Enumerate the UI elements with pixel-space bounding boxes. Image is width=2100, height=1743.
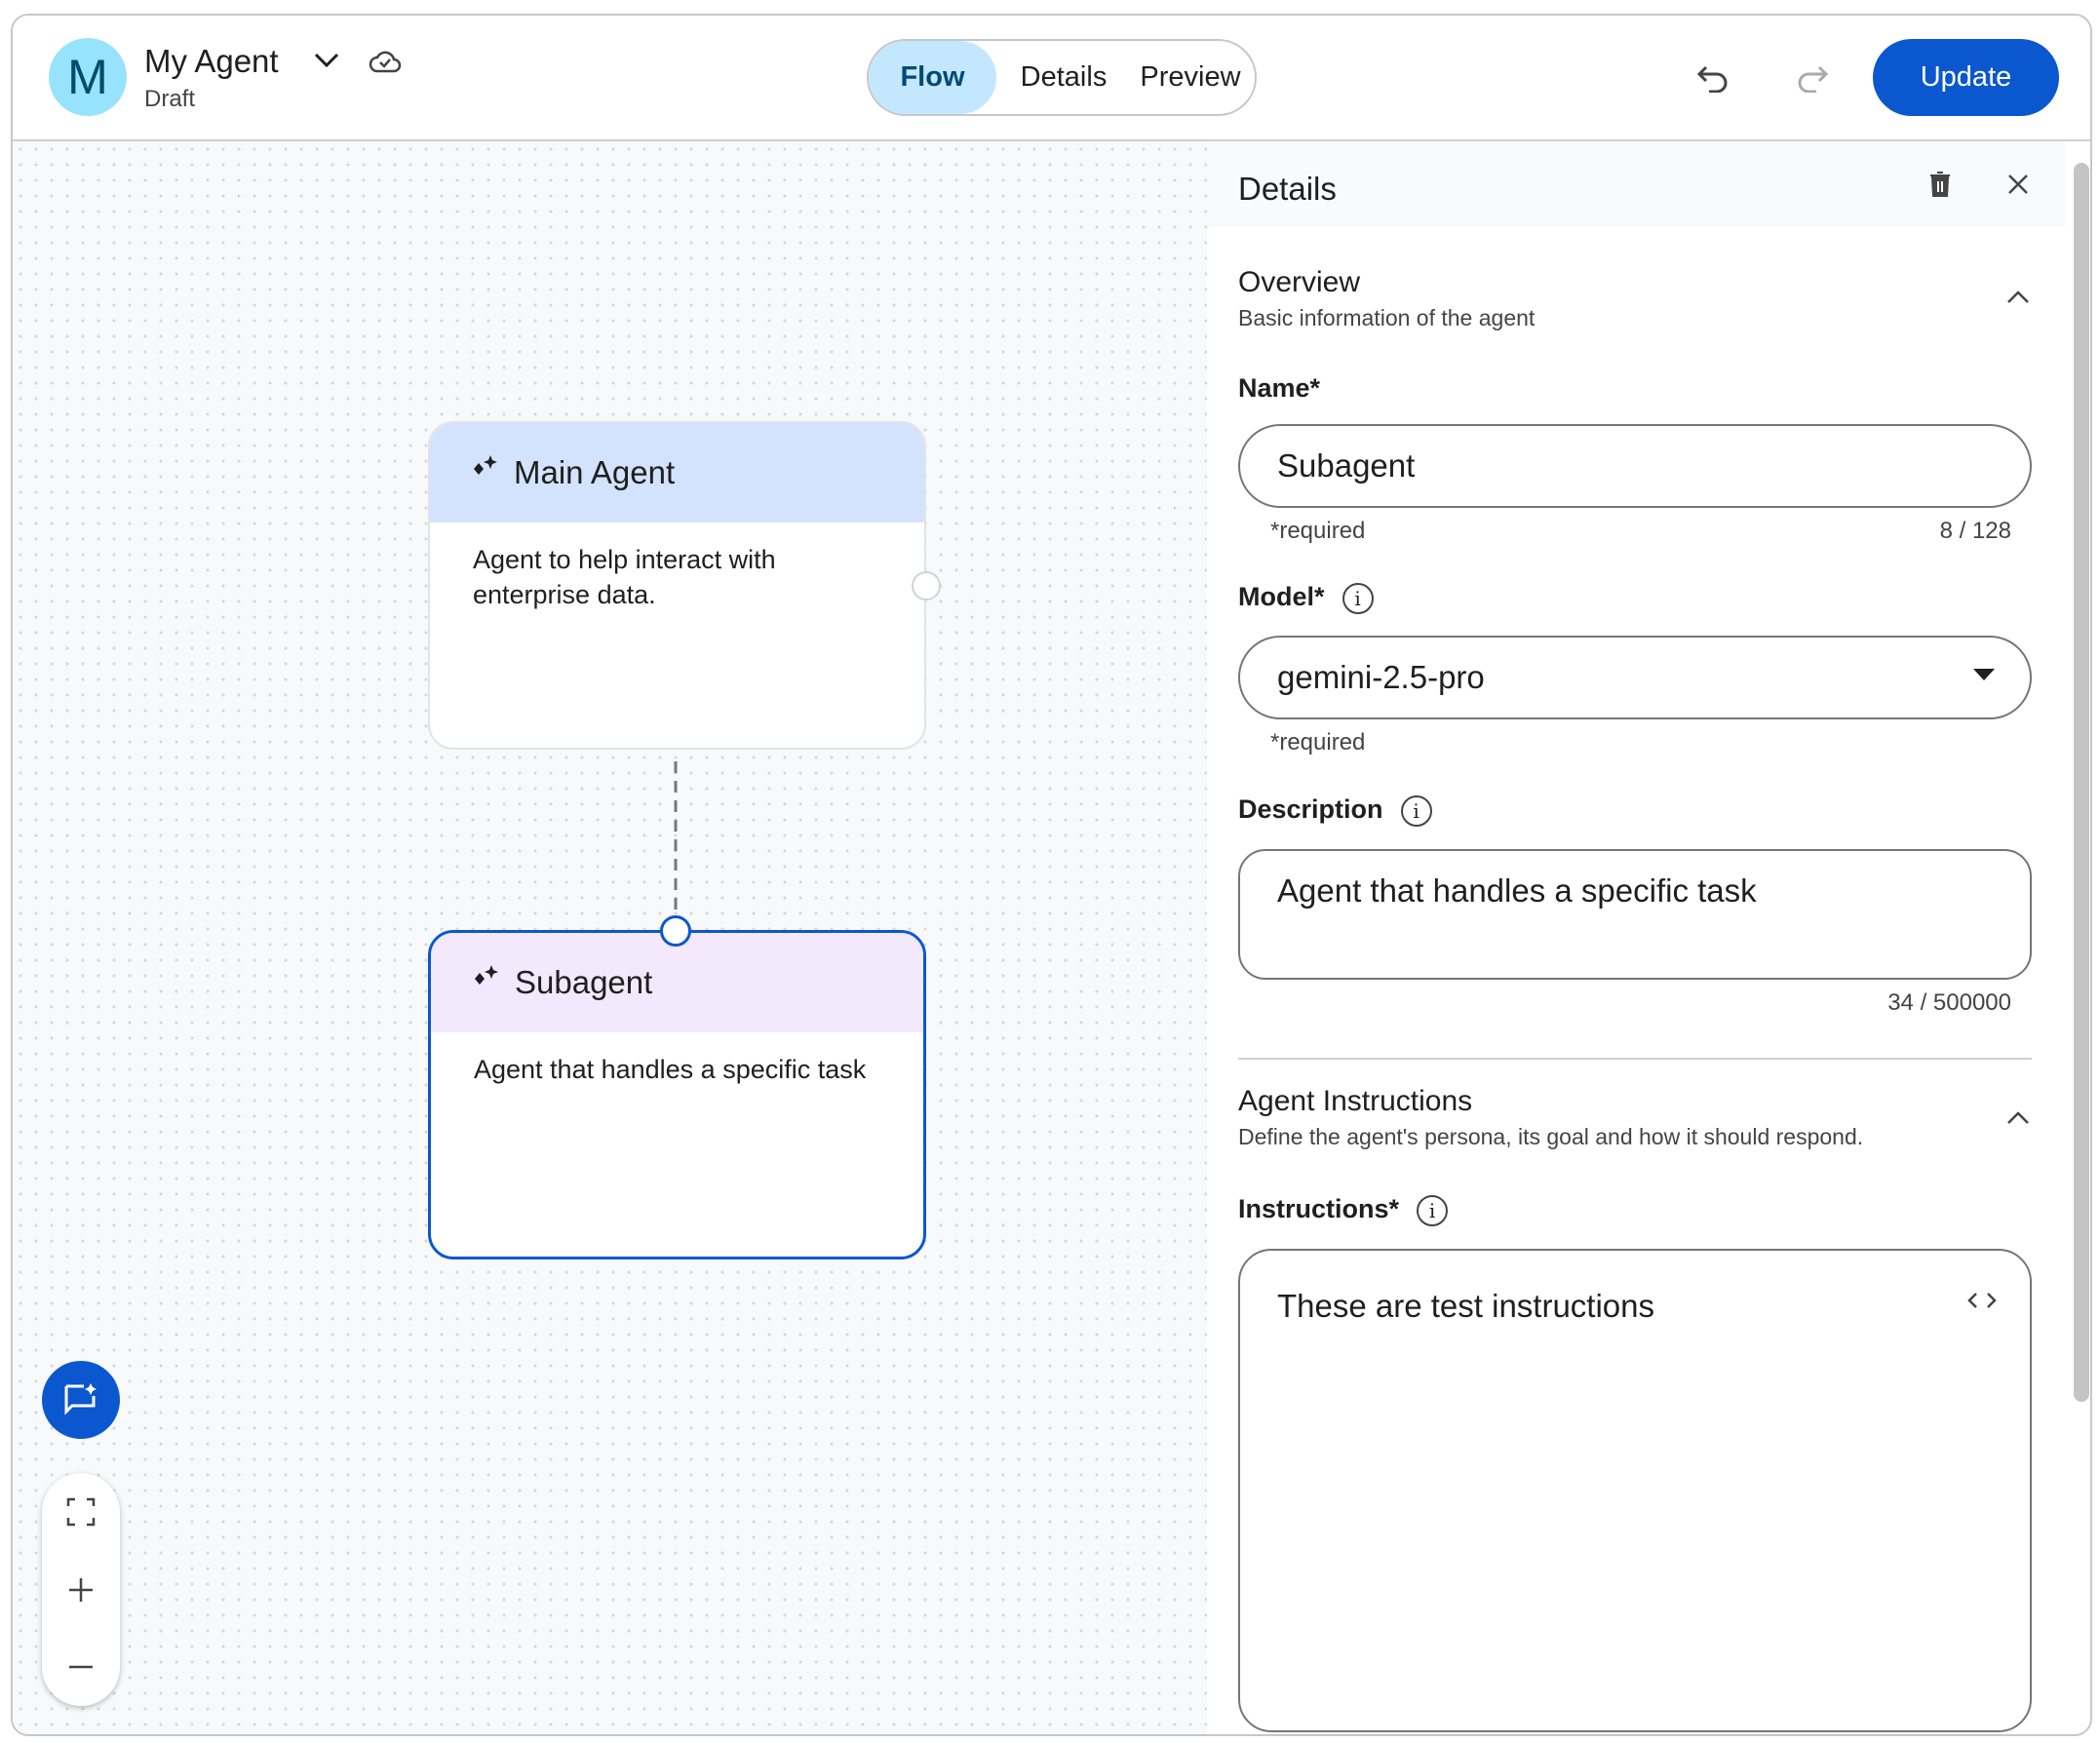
view-switcher: Flow Details Preview bbox=[867, 39, 1257, 116]
input-handle[interactable] bbox=[660, 915, 691, 947]
code-view-icon[interactable] bbox=[1967, 1292, 1997, 1309]
model-label: Model* i bbox=[1238, 582, 1374, 614]
top-bar: M My Agent Draft Flow Details Preview Up… bbox=[13, 16, 2090, 141]
model-hint: *required bbox=[1270, 729, 1366, 755]
close-icon[interactable] bbox=[1999, 165, 2038, 204]
avatar: M bbox=[49, 38, 127, 116]
description-count: 34 / 500000 bbox=[1887, 989, 2011, 1016]
panel-header: Details bbox=[1207, 141, 2065, 227]
node-main-agent[interactable]: Main Agent Agent to help interact with e… bbox=[428, 421, 926, 750]
name-count: 8 / 128 bbox=[1939, 518, 2011, 544]
node-title: Main Agent bbox=[514, 454, 676, 490]
chevron-up-icon[interactable] bbox=[1999, 1099, 2038, 1138]
model-label-text: Model* bbox=[1238, 582, 1325, 611]
undo-icon[interactable] bbox=[1692, 57, 1734, 99]
sparkle-icon bbox=[470, 963, 501, 1002]
instructions-label-text: Instructions* bbox=[1238, 1194, 1400, 1223]
tab-preview[interactable]: Preview bbox=[1140, 61, 1241, 93]
name-hint: *required bbox=[1270, 518, 1366, 544]
zoom-out-icon[interactable] bbox=[61, 1647, 100, 1686]
zoom-in-icon[interactable] bbox=[61, 1570, 100, 1609]
instructions-section-title: Agent Instructions bbox=[1238, 1085, 1473, 1117]
cloud-saved-icon bbox=[364, 41, 407, 80]
delete-icon[interactable] bbox=[1921, 165, 1960, 204]
details-panel: Details Overview Basic information of th… bbox=[1207, 141, 2065, 1734]
tab-details[interactable]: Details bbox=[1020, 61, 1108, 93]
instructions-label: Instructions* i bbox=[1238, 1194, 1449, 1226]
info-icon[interactable]: i bbox=[1400, 794, 1432, 827]
node-subagent[interactable]: Subagent Agent that handles a specific t… bbox=[428, 930, 926, 1259]
description-label: Description i bbox=[1238, 794, 1432, 827]
update-button[interactable]: Update bbox=[1873, 39, 2059, 116]
panel-title: Details bbox=[1238, 171, 1337, 207]
info-icon[interactable]: i bbox=[1417, 1194, 1449, 1226]
overview-subtitle: Basic information of the agent bbox=[1238, 305, 1536, 330]
instructions-value: These are test instructions bbox=[1277, 1288, 1655, 1324]
instructions-textarea[interactable]: These are test instructions bbox=[1238, 1249, 2032, 1732]
redo-icon[interactable] bbox=[1791, 57, 1834, 99]
fit-view-icon[interactable] bbox=[61, 1492, 100, 1531]
instructions-section-subtitle: Define the agent's persona, its goal and… bbox=[1238, 1124, 1864, 1149]
zoom-controls bbox=[42, 1473, 120, 1706]
overview-title: Overview bbox=[1238, 266, 1361, 298]
name-input[interactable]: Subagent bbox=[1238, 424, 2032, 508]
model-value: gemini-2.5-pro bbox=[1277, 659, 1485, 695]
node-description: Agent to help interact with enterprise d… bbox=[473, 545, 776, 609]
description-label-text: Description bbox=[1238, 794, 1383, 824]
model-select[interactable]: gemini-2.5-pro bbox=[1238, 636, 2032, 719]
status-text: Draft bbox=[144, 86, 196, 112]
node-description: Agent that handles a specific task bbox=[474, 1055, 867, 1084]
output-handle[interactable] bbox=[912, 571, 941, 600]
ai-chat-button[interactable] bbox=[42, 1361, 120, 1439]
name-label: Name* bbox=[1238, 373, 1321, 403]
node-title: Subagent bbox=[515, 964, 653, 1000]
app-window: M My Agent Draft Flow Details Preview Up… bbox=[11, 14, 2092, 1736]
info-icon[interactable]: i bbox=[1342, 582, 1374, 614]
tab-flow[interactable]: Flow bbox=[869, 41, 996, 114]
scrollbar-thumb[interactable] bbox=[2074, 163, 2089, 1402]
divider bbox=[1238, 1058, 2032, 1060]
agent-title: My Agent bbox=[144, 43, 279, 79]
chevron-up-icon[interactable] bbox=[1999, 278, 2038, 317]
chevron-down-icon[interactable] bbox=[307, 41, 346, 80]
description-textarea[interactable]: Agent that handles a specific task bbox=[1238, 849, 2032, 980]
sparkle-icon bbox=[469, 453, 500, 492]
dropdown-arrow-icon bbox=[1973, 669, 1995, 680]
flow-canvas[interactable]: Main Agent Agent to help interact with e… bbox=[13, 141, 1207, 1734]
